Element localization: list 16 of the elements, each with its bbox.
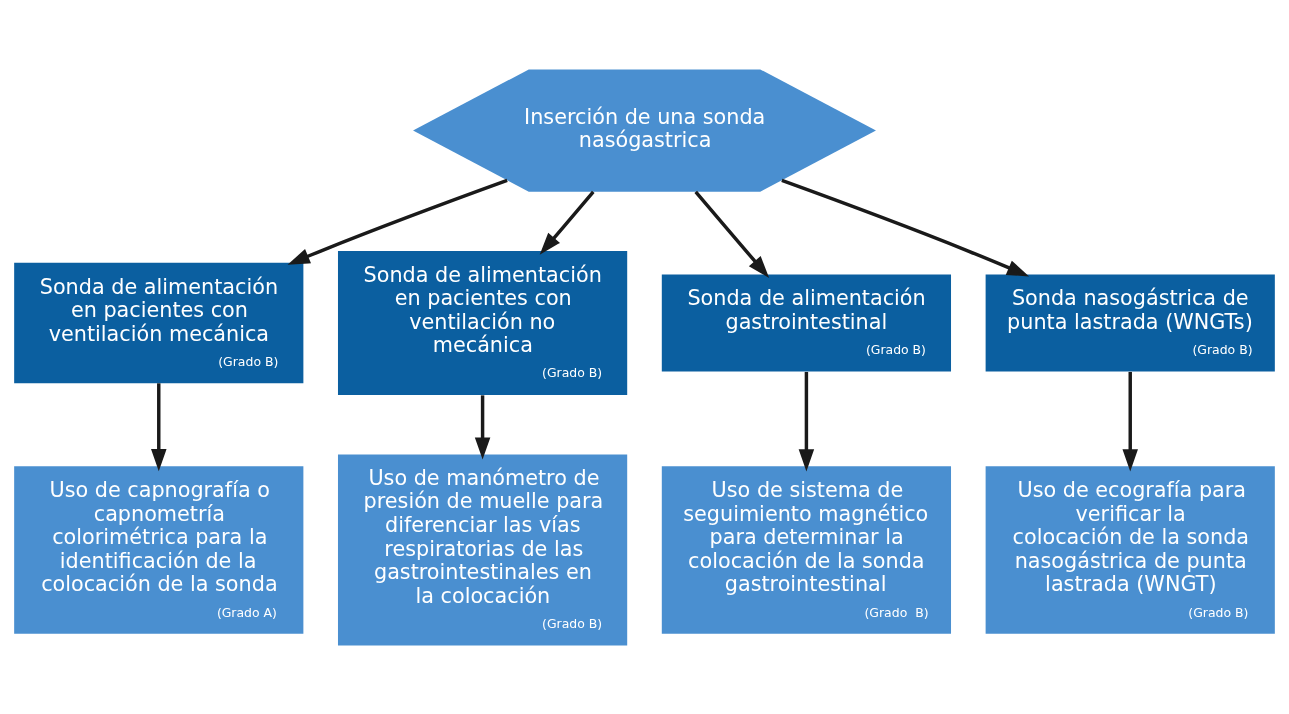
node-box: Uso de capnografía o capnometría colorimétrica para la identificación de la colocación de la sonda (Grado A) (14, 465, 304, 634)
node-box: Sonda de alimentación en pacientes con ventilación mecánica (Grado B) (14, 262, 304, 383)
node-box: Uso de manómetro de presión de muelle para diferenciar las vías respiratorias de las gastrointestinales en la colocación (Grado B) (338, 454, 628, 645)
node-box: Sonda de alimentación en pacientes con ventilación no mecánica (Grado B) (338, 250, 628, 395)
node-box: Sonda de alimentación gastrointestinal (Grado B) (661, 274, 951, 371)
arrow (539, 190, 595, 255)
node-box: Uso de ecografía para verificar la colocación de la sonda nasogástrica de punta lastrada (WNGT) (Grado B) (985, 465, 1275, 634)
arrow (287, 178, 508, 265)
node-box: Sonda nasogástrica de punta lastrada (WNGTs) (Grado B) (985, 274, 1275, 371)
arrow (1122, 371, 1138, 471)
arrow (798, 371, 815, 471)
arrow (694, 190, 770, 278)
arrow (474, 394, 491, 460)
arrow (151, 382, 167, 471)
node-box: Uso de sistema de seguimiento magnético para determinar la colocación de la sonda gastrointestinal (Grado B) (661, 465, 951, 634)
arrow (781, 178, 1030, 276)
